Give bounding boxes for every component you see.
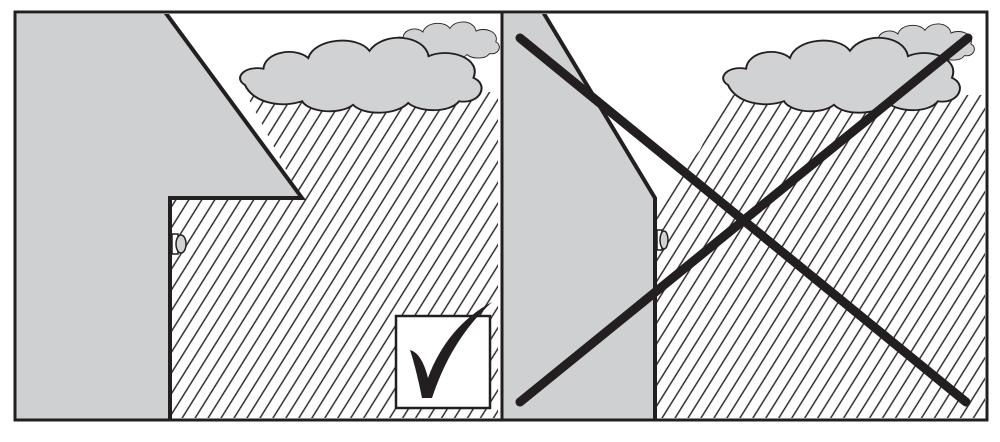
panel-incorrect <box>503 14 985 419</box>
house-wall <box>16 14 302 419</box>
door-handle-icon <box>171 233 187 255</box>
panel-correct <box>16 14 500 419</box>
cross-icon <box>515 33 973 407</box>
check-icon <box>394 302 492 410</box>
rain-area <box>657 95 985 418</box>
door-handle-icon <box>656 229 669 251</box>
house-outline <box>163 14 306 419</box>
house-outline <box>541 14 657 419</box>
